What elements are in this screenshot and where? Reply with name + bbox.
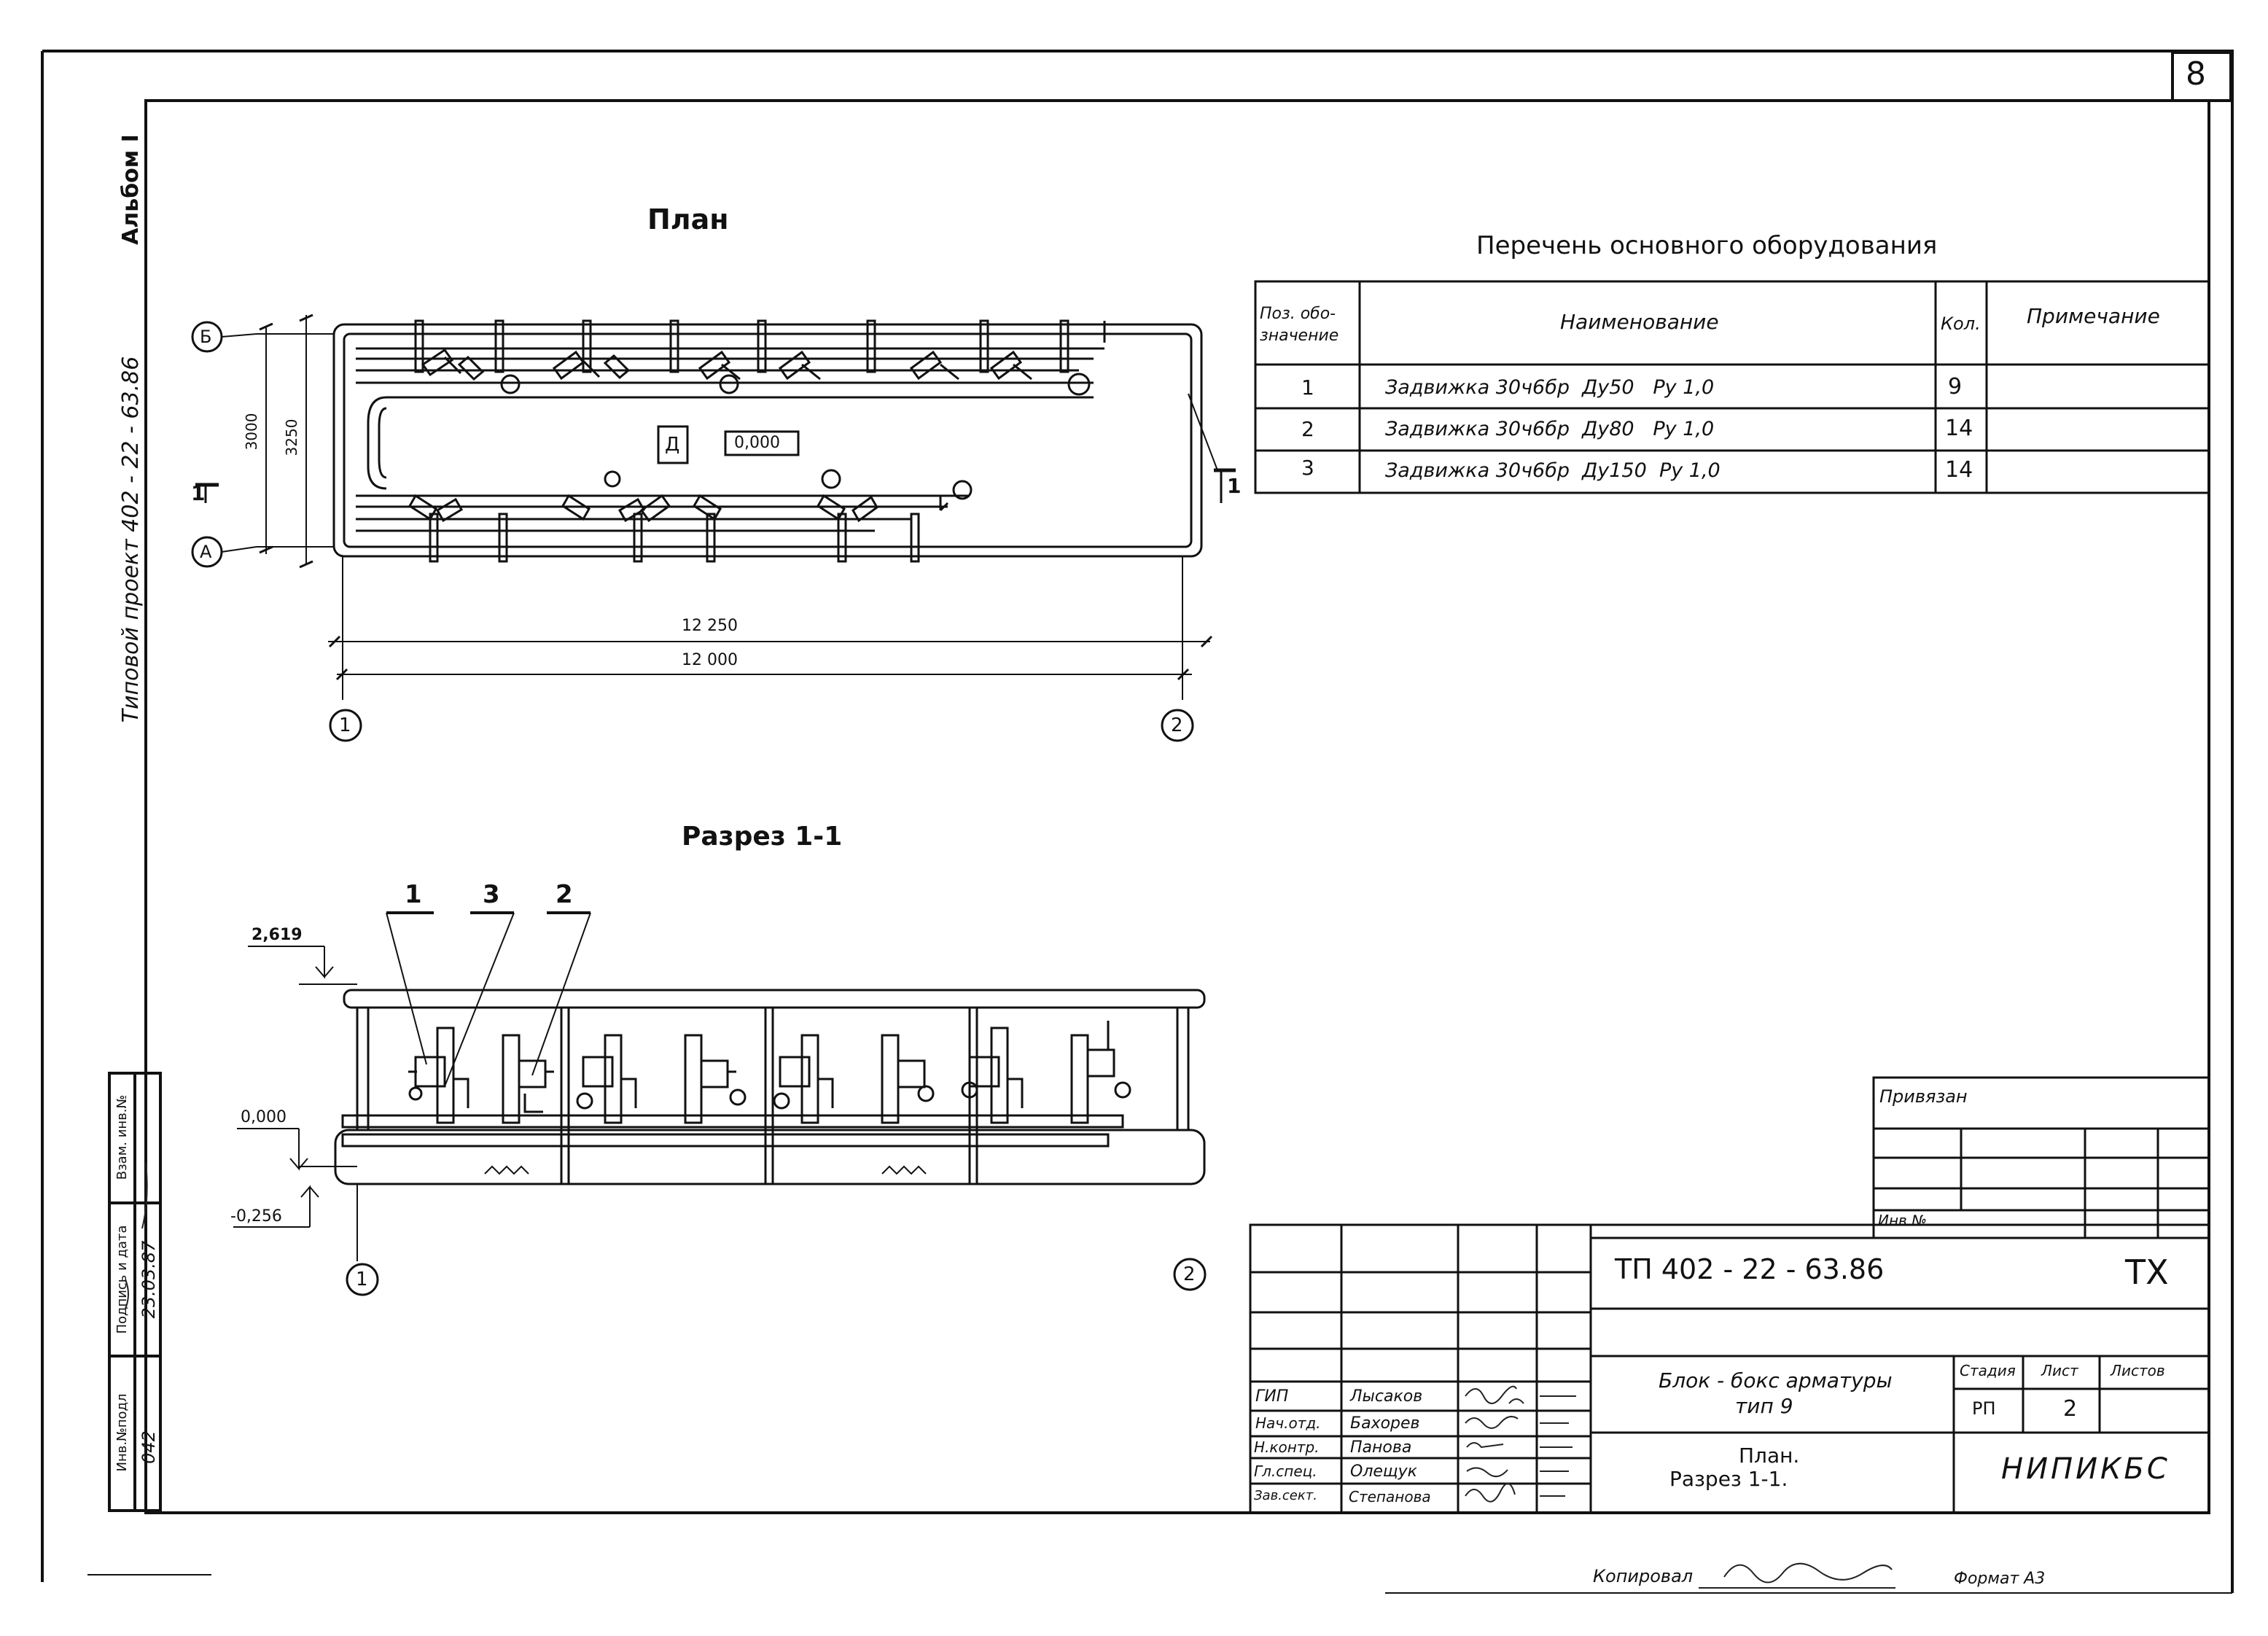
section-axis-2: 2 — [1183, 1263, 1196, 1285]
row-qty: 9 — [1948, 374, 1963, 400]
role-label: Зав.сект. — [1254, 1488, 1317, 1503]
section-callout-2: 2 — [556, 880, 573, 909]
plan-dim-3000: 3000 — [243, 413, 260, 451]
stamp-inv-podl: Инв.№подл — [114, 1393, 130, 1472]
plan-axis-b: Б — [200, 327, 212, 347]
section-view — [233, 911, 1207, 1296]
section-axis-1: 1 — [356, 1269, 368, 1290]
privyazan-inv: Инв.№ — [1878, 1212, 1927, 1229]
stage-label: Стадия — [1960, 1362, 2016, 1379]
sheet-number: 8 — [2186, 55, 2206, 93]
signatures — [125, 1162, 1895, 1589]
role-name: Олещук — [1350, 1462, 1417, 1481]
row-pos: 3 — [1301, 456, 1314, 480]
role-label: ГИП — [1255, 1387, 1289, 1406]
role-label: Гл.спец. — [1254, 1462, 1317, 1480]
plan-axis-a: А — [200, 542, 212, 562]
project-code-margin: Типовой проект 402 - 22 - 63.86 — [118, 356, 144, 723]
title-block-grid — [1249, 1223, 2210, 1514]
sheets-label: Листов — [2111, 1362, 2165, 1379]
role-name: Бахорев — [1350, 1414, 1420, 1433]
header-note: Примечание — [2027, 304, 2160, 328]
sheet-number-box — [2171, 51, 2232, 102]
section-level-zero: 0,000 — [241, 1108, 287, 1126]
role-name: Лысаков — [1350, 1387, 1423, 1406]
footer-lines — [87, 1574, 2232, 1594]
role-name: Панова — [1350, 1438, 1412, 1457]
sheet-label: Лист — [2041, 1362, 2078, 1379]
privyazan-label: Привязан — [1879, 1086, 1968, 1107]
section-title: Разрез 1-1 — [682, 822, 843, 852]
section-level-bottom: -0,256 — [230, 1207, 282, 1226]
section-callout-3: 3 — [483, 880, 500, 909]
title-mark: ТХ — [2125, 1253, 2169, 1292]
row-pos: 1 — [1301, 375, 1314, 400]
format-label: Формат А3 — [1954, 1570, 2046, 1588]
section-callout-1: 1 — [405, 880, 422, 909]
album-label: Альбом I — [118, 134, 144, 245]
row-name: Задвижка 30ч6бр Ду150 Ру 1,0 — [1385, 459, 1721, 482]
copied-label: Копировал — [1593, 1566, 1694, 1586]
row-name: Задвижка 30ч6бр Ду80 Ру 1,0 — [1385, 418, 1715, 440]
sheet-value: 2 — [2063, 1396, 2078, 1422]
stamp-inv-podl-value: 042 — [139, 1430, 159, 1464]
header-pos-line2: значение — [1260, 327, 1339, 345]
row-pos: 2 — [1301, 417, 1314, 441]
stamp-sign-date: Подпись и дата — [114, 1225, 130, 1334]
object-name-line1: Блок - бокс арматуры — [1659, 1368, 1893, 1392]
sheet-title-line1: План. — [1739, 1444, 1800, 1468]
plan-view — [191, 313, 1236, 742]
row-name: Задвижка 30ч6бр Ду50 Ру 1,0 — [1385, 376, 1715, 399]
row-qty: 14 — [1945, 457, 1973, 483]
stamp-vzam: Взам. инв.№ — [114, 1094, 130, 1180]
header-name: Наименование — [1560, 310, 1719, 334]
plan-title: План — [647, 203, 729, 235]
stage-value: РП — [1972, 1398, 1996, 1419]
object-name-line2: тип 9 — [1735, 1394, 1793, 1418]
stamp-sign-date-value: 23.03.87 — [139, 1240, 159, 1319]
plan-axis-2: 2 — [1171, 714, 1183, 736]
margin-stamp — [108, 1072, 162, 1512]
header-pos-line1: Поз. обо- — [1260, 305, 1336, 323]
inner-frame — [144, 99, 2210, 1514]
org-name: НИПИКБС — [2001, 1452, 2170, 1486]
plan-section-right: 1 — [1227, 474, 1242, 498]
title-code: ТП 402 - 22 - 63.86 — [1615, 1253, 1885, 1285]
plan-axis-1: 1 — [339, 714, 351, 736]
plan-room-level: 0,000 — [734, 434, 780, 452]
plan-section-left: 1 — [191, 481, 206, 505]
role-label: Н.контр. — [1254, 1438, 1320, 1456]
row-qty: 14 — [1945, 416, 1973, 441]
role-label: Нач.отд. — [1255, 1414, 1321, 1432]
equipment-table-grid — [1254, 280, 2210, 494]
plan-dim-12250: 12 250 — [682, 617, 738, 635]
header-qty: Кол. — [1941, 313, 1981, 334]
plan-room-label: Д — [665, 434, 680, 456]
sheet-title-line2: Разрез 1-1. — [1669, 1467, 1788, 1491]
plan-dim-3250: 3250 — [283, 418, 300, 456]
equipment-title: Перечень основного оборудования — [1476, 231, 1938, 260]
role-name: Степанова — [1349, 1488, 1431, 1505]
section-level-top: 2,619 — [252, 926, 303, 944]
plan-dim-12000: 12 000 — [682, 651, 738, 669]
